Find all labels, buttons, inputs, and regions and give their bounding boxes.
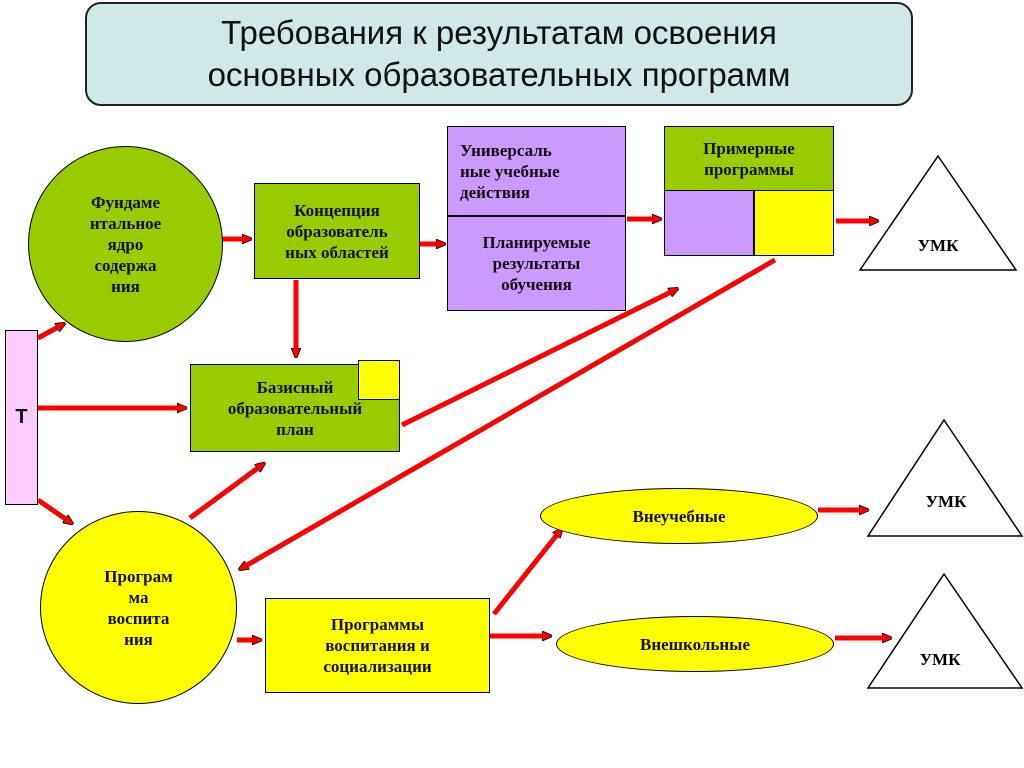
outofschool-ellipse: Внешкольные: [556, 616, 834, 672]
sample-programs-box: Примерные программы: [664, 126, 834, 191]
page-title: Требования к результатам освоения основн…: [207, 14, 791, 93]
arrow-socialization-to-extra: [492, 531, 560, 616]
basic-plan-box: Базисный образовательный план: [190, 364, 400, 452]
title-box: Требования к результатам освоения основн…: [85, 2, 913, 106]
sample-violet-block: [664, 190, 754, 256]
t-box: Т: [5, 330, 38, 505]
umk-triangle-2: [866, 418, 1024, 537]
upbringing-program-circle: Програм ма воспита ния: [40, 511, 237, 704]
arrow-t-to-core: [36, 325, 62, 341]
concept-box: Концепция образователь ных областей: [254, 183, 420, 279]
arrow-sample-to-upbringing: [242, 257, 777, 568]
uud-box: Универсаль ные учебные действия: [447, 126, 626, 216]
basic-plan-yellow-block: [358, 360, 400, 400]
socialization-programs-box: Программы воспитания и социализации: [265, 598, 490, 693]
extracurricular-ellipse: Внеучебные: [540, 488, 818, 544]
umk-triangle-3: [866, 572, 1024, 689]
arrow-t-to-upbringing: [36, 497, 70, 522]
umk-label-2: УМК: [925, 492, 967, 511]
umk-label-3: УМК: [919, 650, 961, 669]
arrow-upbringing-to-plan: [188, 465, 262, 521]
umk-triangle-1: [858, 154, 1018, 271]
core-content-circle: Фундаме нтальное ядро содержа ния: [28, 146, 223, 342]
umk-label-1: УМК: [917, 236, 959, 255]
planned-results-box: Планируемые результаты обучения: [447, 216, 626, 311]
sample-yellow-block: [754, 190, 834, 256]
arrow-plan-to-sample: [400, 290, 675, 428]
